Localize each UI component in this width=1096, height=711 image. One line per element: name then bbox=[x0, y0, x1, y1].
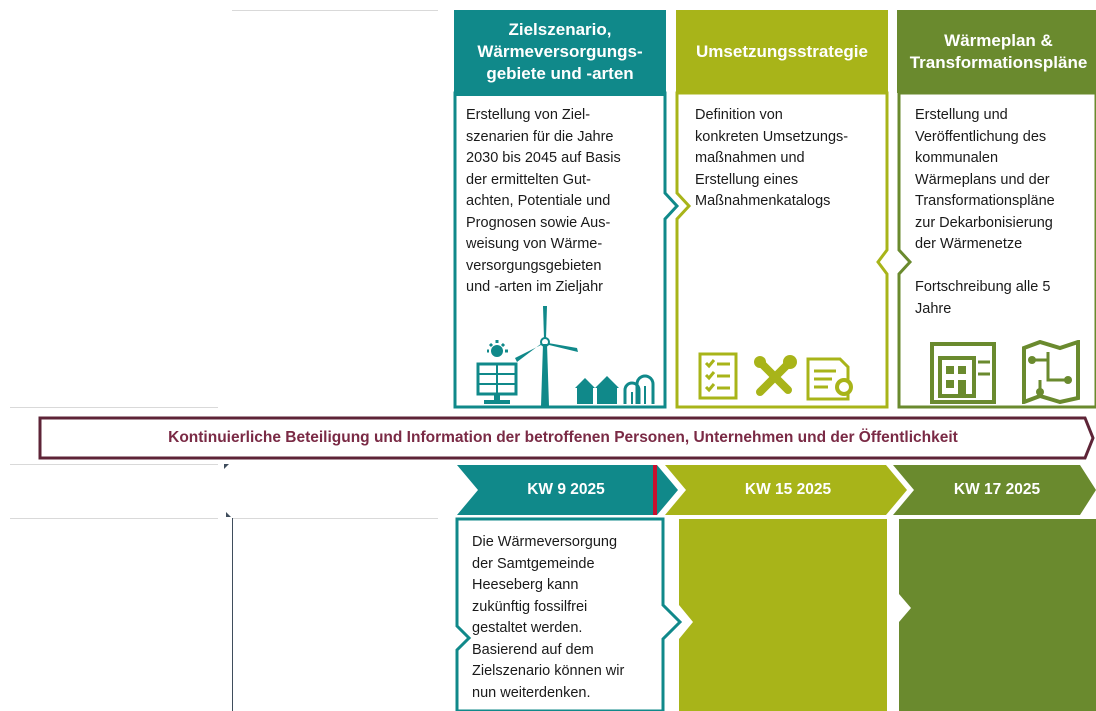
status-box-3 bbox=[899, 519, 1096, 711]
divider-top-left bbox=[232, 10, 438, 11]
houses-trees-icon bbox=[575, 374, 655, 404]
divider-bottom-left bbox=[10, 518, 218, 519]
phase-1-frame bbox=[453, 91, 680, 409]
timeline-label-1: KW 9 2025 bbox=[527, 481, 605, 498]
checklist-icon bbox=[698, 352, 738, 400]
network-map-icon bbox=[1022, 340, 1080, 404]
phase-1-header-bg bbox=[454, 10, 666, 93]
banner-frame bbox=[38, 416, 1095, 460]
phase-2-header-bg bbox=[676, 10, 888, 93]
timeline-label-3: KW 17 2025 bbox=[953, 481, 1041, 498]
phase-2-description: Definition von konkreten Umsetzungs- maß… bbox=[695, 107, 849, 209]
status-box-frame bbox=[455, 517, 683, 711]
left-chevron-stub-2 bbox=[226, 512, 231, 517]
phase-1-header: Zielszenario, Wärmeversorgungs-gebiete u… bbox=[477, 20, 643, 83]
timeline-step-3 bbox=[893, 465, 1096, 515]
phase-3-header-bg bbox=[897, 10, 1096, 93]
timeline-current-marker bbox=[653, 465, 657, 515]
building-map-icon bbox=[930, 342, 996, 404]
timeline-step-1 bbox=[457, 465, 678, 515]
phase-3-description: Erstellung und Veröffentlichung des komm… bbox=[915, 107, 1055, 317]
left-chevron-stub bbox=[224, 464, 229, 469]
timeline-step-2 bbox=[665, 465, 907, 515]
participation-banner: Kontinuierliche Beteiligung und Informat… bbox=[168, 429, 958, 446]
divider-low-left bbox=[10, 464, 218, 465]
phase-3-header: Wärmeplan & Transformationspläne bbox=[909, 31, 1088, 72]
divider-bottom-mid bbox=[232, 518, 438, 519]
left-edge-line bbox=[232, 518, 233, 711]
solar-panel-icon bbox=[476, 340, 518, 404]
phase-2-header: Umsetzungsstrategie bbox=[696, 42, 868, 61]
phase-3-frame bbox=[897, 91, 1096, 409]
phase-1-description: Erstellung von Ziel- szenarien für die J… bbox=[466, 107, 621, 295]
status-box-2 bbox=[679, 519, 887, 711]
tools-icon bbox=[754, 355, 797, 396]
certificate-icon bbox=[806, 357, 853, 401]
timeline-label-2: KW 15 2025 bbox=[744, 481, 832, 498]
wind-turbine-icon bbox=[515, 306, 578, 406]
status-note: Die Wärmeversorgung der Samtgemeinde Hee… bbox=[472, 534, 625, 701]
divider-mid-left bbox=[10, 407, 218, 408]
phase-2-frame bbox=[675, 91, 889, 409]
